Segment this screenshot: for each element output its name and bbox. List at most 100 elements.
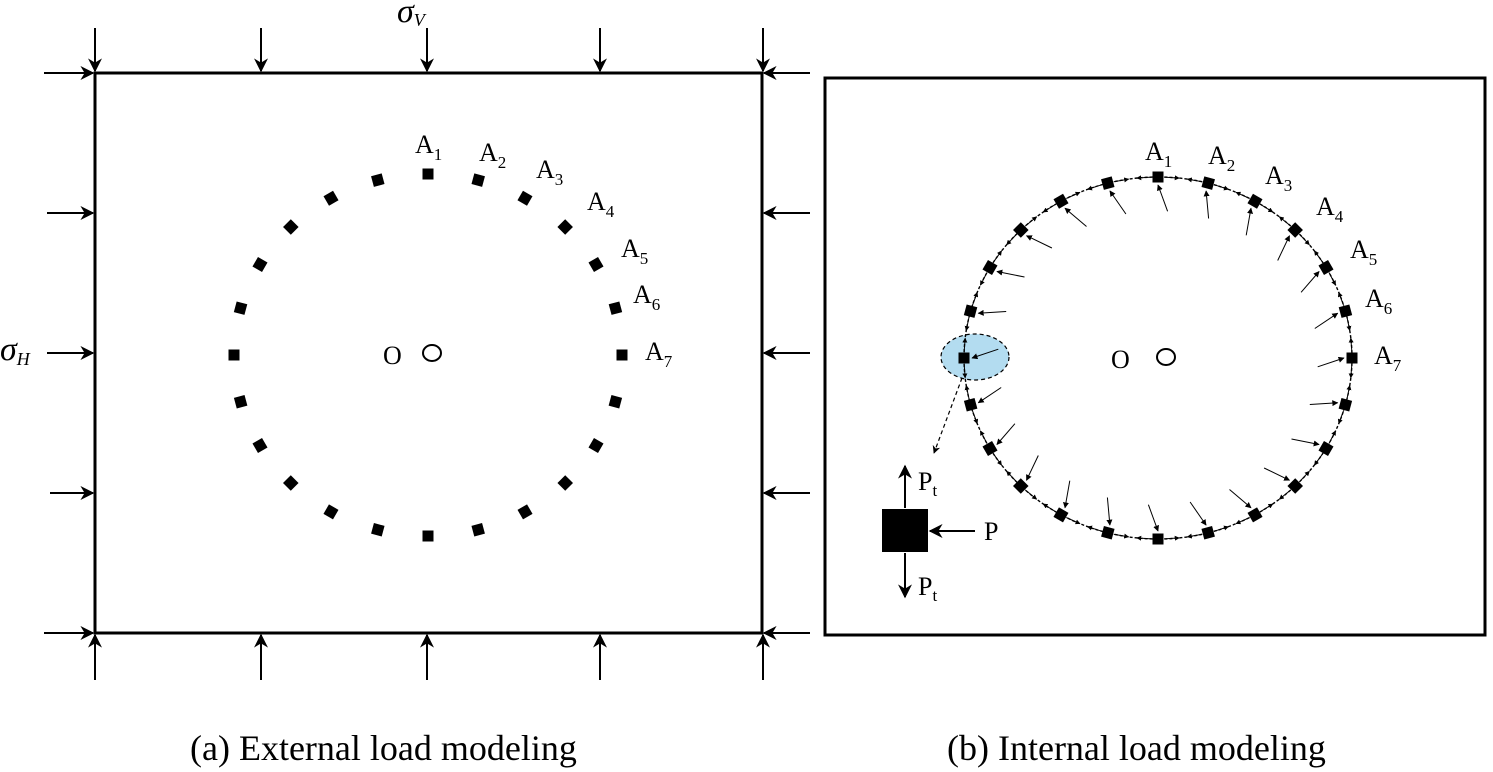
ring-point-marker — [588, 437, 604, 454]
ring-point-marker — [323, 190, 339, 206]
point-label: A6 — [633, 280, 660, 314]
point-label: A3 — [1265, 161, 1292, 195]
ring-point-marker — [557, 219, 573, 235]
inward-load-arrow — [1300, 271, 1320, 293]
panel-b-boundary — [823, 76, 1487, 637]
tangential-load-arrow — [1337, 291, 1345, 306]
tangential-load-arrow — [1186, 177, 1203, 183]
inward-load-arrow — [1189, 501, 1207, 526]
ring-point-marker — [283, 219, 299, 235]
point-label: A1 — [1145, 137, 1172, 171]
tangential-load-arrow — [1087, 184, 1103, 191]
tangential-load-arrow — [1278, 489, 1292, 500]
ring-point-marker — [982, 259, 998, 276]
detail-element: Pt Pt P — [882, 464, 998, 605]
pt-bottom-label: Pt — [918, 572, 937, 605]
inward-load-arrow — [1157, 184, 1169, 212]
tangential-load-arrow — [992, 453, 1003, 466]
tangential-load-arrow — [1066, 517, 1081, 525]
tangential-load-arrow — [1259, 203, 1274, 213]
inward-load-arrow — [1106, 497, 1113, 526]
inward-load-arrow — [1317, 356, 1345, 368]
ring-point-marker — [371, 173, 385, 187]
tangential-load-arrow — [1087, 525, 1103, 532]
tangential-load-arrow — [1042, 203, 1057, 213]
inward-load-arrow — [1026, 455, 1039, 481]
ring-point-marker — [371, 523, 385, 537]
panel-a-center-marker — [422, 344, 442, 362]
tangential-load-arrow — [1006, 470, 1017, 483]
ring-point-marker — [517, 190, 533, 206]
ring-point-marker — [1101, 176, 1115, 190]
tangential-load-arrow — [1066, 191, 1081, 199]
tangential-load-arrow — [1042, 503, 1057, 513]
tangential-load-arrow — [1299, 233, 1310, 246]
point-label: A4 — [1316, 192, 1344, 226]
sigma-v-top-arrows — [88, 28, 770, 73]
panel-b-caption: (b) Internal load modeling — [947, 728, 1326, 768]
ring-point-marker — [1338, 398, 1353, 412]
inward-load-arrow — [1277, 235, 1290, 261]
sigma-h-left-arrows — [44, 66, 95, 640]
ring-point-marker — [1012, 478, 1029, 494]
ring-point-marker — [608, 395, 623, 409]
ring-point-marker — [1346, 352, 1358, 364]
point-label: A2 — [479, 138, 506, 172]
tangential-load-arrow — [964, 384, 970, 400]
inward-load-arrow — [1109, 190, 1127, 215]
sigma-h-right-arrows — [762, 66, 810, 640]
point-label: A7 — [1374, 341, 1402, 375]
panel-a-boundary — [93, 71, 764, 635]
panel-b-center-marker — [1156, 348, 1176, 366]
ring-point-marker — [517, 504, 533, 520]
tangential-load-arrow — [1346, 316, 1352, 332]
ring-point-marker — [1053, 193, 1069, 209]
detail-block — [882, 509, 928, 552]
panel-a-center-label: O — [383, 341, 402, 370]
tangential-load-arrow — [962, 337, 968, 353]
ring-point-marker — [608, 301, 623, 315]
ring-point-marker — [616, 349, 628, 361]
tangential-load-arrow — [979, 272, 988, 286]
tangential-load-arrow — [1313, 453, 1324, 466]
tangential-load-arrow — [1186, 533, 1203, 539]
tangential-load-arrow — [1348, 363, 1354, 379]
tangential-load-arrow — [1024, 489, 1038, 500]
tangential-load-arrow — [979, 430, 988, 444]
tangential-load-arrow — [1348, 337, 1354, 353]
ring-point-marker — [422, 530, 434, 542]
tangential-load-arrow — [1278, 216, 1292, 227]
tangential-load-arrow — [1313, 250, 1324, 263]
sigma-h-label: σH — [0, 331, 31, 369]
ring-point-marker — [471, 173, 485, 187]
tangential-load-arrow — [1164, 175, 1180, 181]
ring-point-marker — [1247, 507, 1263, 523]
ring-point-marker — [252, 437, 268, 454]
tangential-load-arrow — [1113, 533, 1130, 539]
inward-load-arrow — [1064, 207, 1087, 227]
panel-b-center-label: O — [1111, 345, 1130, 374]
inward-load-arrow — [971, 348, 999, 360]
ring-point-marker — [588, 256, 604, 273]
pt-top-label: Pt — [918, 467, 937, 500]
ring-point-marker — [233, 395, 248, 409]
point-label: A2 — [1208, 141, 1235, 175]
tangential-load-arrow — [1346, 384, 1352, 400]
ring-point-marker — [557, 475, 574, 491]
point-label: A1 — [415, 130, 442, 164]
tangential-load-arrow — [992, 250, 1003, 263]
point-label: A5 — [1350, 235, 1377, 269]
inward-load-arrow — [977, 309, 1007, 316]
point-label: A5 — [621, 234, 648, 268]
tangential-load-arrow — [1213, 184, 1229, 191]
ring-point-marker — [958, 352, 970, 364]
tangential-load-arrow — [1235, 517, 1250, 525]
inward-load-arrow — [1263, 467, 1291, 481]
tangential-load-arrow — [971, 410, 979, 425]
tangential-load-arrow — [1259, 503, 1274, 513]
tangential-load-arrow — [1328, 430, 1337, 444]
ring-point-marker — [1152, 533, 1164, 545]
tangential-load-arrow — [1337, 410, 1345, 425]
